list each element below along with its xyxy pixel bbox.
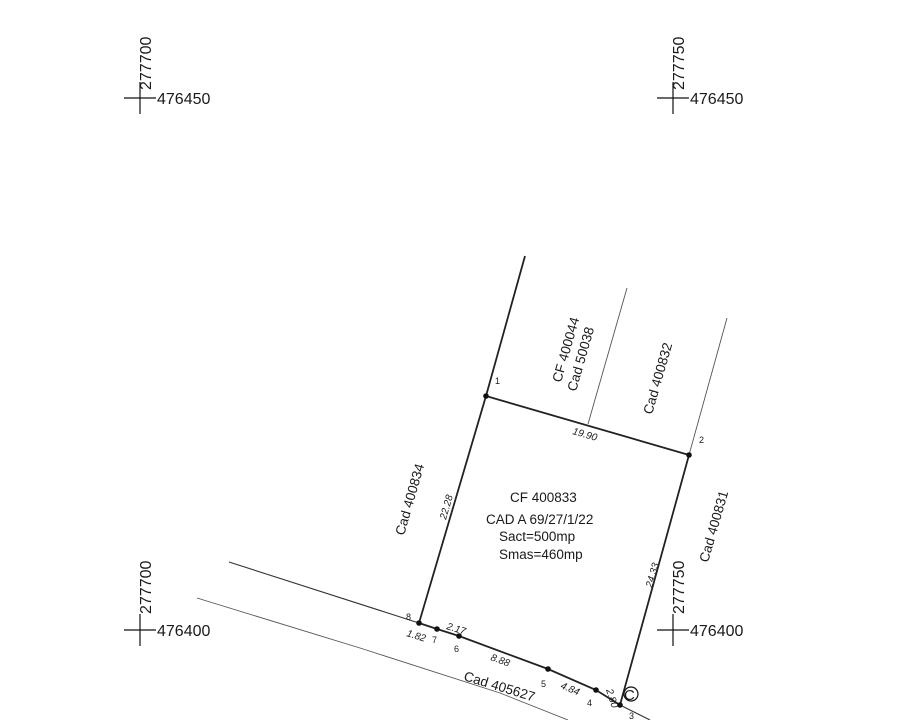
vertex-point: [617, 702, 623, 708]
road-edge-upper: [228, 561, 651, 720]
grid-mark-top-left: 277700 476450: [124, 37, 210, 114]
neighbour-south: Cad 405627: [462, 669, 537, 705]
parcel-cad-label: CAD A 69/27/1/22: [486, 512, 593, 527]
distance-label-8-7: 1.82: [405, 628, 427, 644]
north-neighbour-divider: [587, 287, 628, 425]
distance-label-1-2: 19.90: [571, 426, 599, 444]
neighbour-west: Cad 400834: [392, 462, 427, 537]
vertex-label: 3: [629, 711, 634, 720]
vertex-point: [593, 687, 599, 693]
corner-mark-letter: C: [624, 687, 635, 704]
neighbour-north-b: Cad 400832: [640, 341, 675, 416]
distance-label-5-4: 4.84: [559, 681, 582, 699]
grid-mark-top-right: 277750 476450: [657, 37, 743, 114]
vertex-label: 4: [587, 698, 592, 708]
grid-northing-label: 277750: [671, 561, 688, 614]
distance-label-4-3: 2.80: [603, 687, 620, 710]
grid-northing-label: 277700: [138, 561, 155, 614]
parcel-area-registered: Smas=460mp: [499, 547, 583, 562]
vertex-label: 8: [406, 612, 411, 622]
parcel-cf-label: CF 400833: [510, 490, 577, 505]
vertex-point: [545, 666, 551, 672]
vertex-label: 5: [541, 679, 546, 689]
vertex-point: [483, 393, 489, 399]
grid-easting-label: 476400: [690, 623, 743, 640]
vertex-label: 7: [432, 635, 437, 645]
distance-label-2-3: 24.33: [644, 561, 662, 589]
east-neighbour-boundary: [688, 317, 728, 456]
vertex-label: 2: [699, 435, 704, 445]
grid-mark-bottom-right: 277750 476400: [657, 561, 743, 646]
vertex-label: 1: [495, 376, 500, 386]
grid-northing-label: 277750: [671, 37, 688, 90]
road-edge-lower: [196, 597, 569, 720]
grid-mark-bottom-left: 277700 476400: [124, 561, 210, 646]
vertex-point: [434, 626, 440, 632]
grid-easting-label: 476450: [157, 91, 210, 108]
vertex-point: [456, 633, 462, 639]
vertex-label: 6: [454, 644, 459, 654]
grid-easting-label: 476400: [157, 623, 210, 640]
corner-mark-icon: C: [623, 686, 639, 704]
parcel-area-measured: Sact=500mp: [499, 529, 575, 544]
grid-northing-label: 277700: [138, 37, 155, 90]
vertex-point: [686, 452, 692, 458]
vertex-point: [416, 620, 422, 626]
west-neighbour-boundary: [485, 255, 526, 397]
neighbour-east: Cad 400831: [696, 489, 731, 564]
grid-easting-label: 476450: [690, 91, 743, 108]
parcel-vertices: [416, 393, 692, 708]
